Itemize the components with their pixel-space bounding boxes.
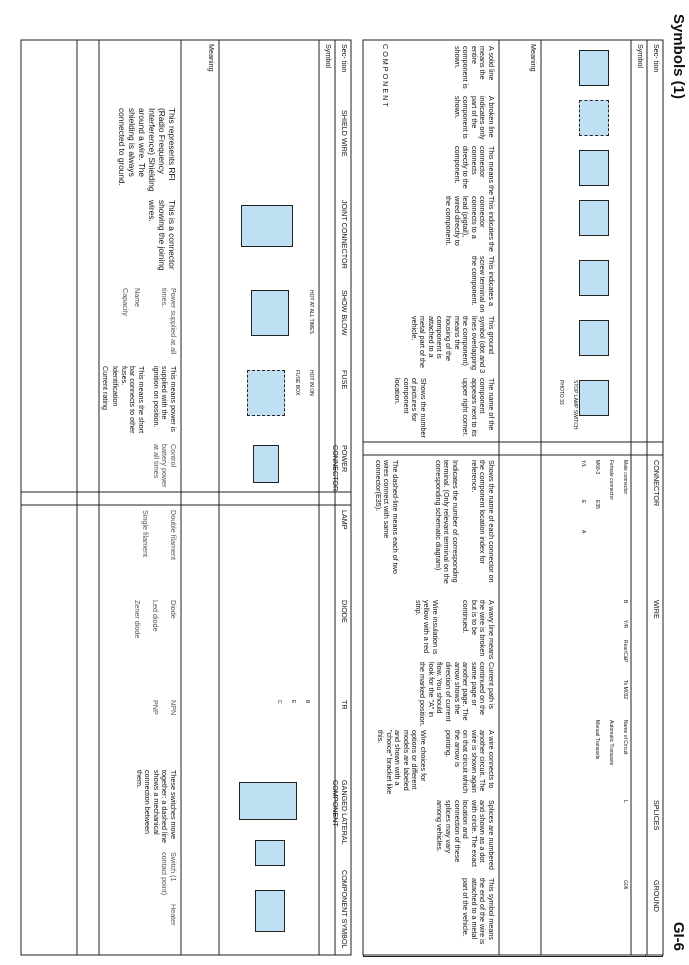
fuse-meaning-1: This means power is supplied with the ig… [151,366,178,432]
section-diode: DIODE [340,600,349,623]
ganged-meaning: These switches move together: a dashed l… [134,770,178,844]
fuse-symbol-box [247,370,285,416]
component-meaning-3: This means the connector connects direct… [452,146,496,196]
right-header-section: Sec- tion [340,44,349,73]
ganged-switch-box [239,782,297,820]
section-label-splices: SPLICES [652,800,661,831]
section-tr: TR [340,700,349,710]
pigtail-component-box [579,200,609,236]
fuse-meaning-3: Identification [111,366,120,407]
male-connector-label: Male connector [622,460,628,495]
blow-symbol-box [251,290,289,336]
switch-box [255,840,285,866]
female-connector-label: Female connector [608,460,614,501]
connector-meaning-2: Indicates the number of corresponding te… [433,460,460,584]
component-meaning-6: This ground symbol (dot and 3 lines over… [409,316,496,374]
photo-label: PHOTO 33 [558,380,564,405]
connector-meaning-1: Shows the name of each connector on the … [469,460,496,583]
rear-label: Rear/C&P [622,640,628,663]
section-label-ground: GROUND [652,880,661,912]
blow-meaning: Power supplied at all times. [160,288,178,355]
section-shield: SHIELD WIRE [340,110,349,157]
component-meaning-5: This indicates a screw terminal on the c… [469,256,496,313]
to-m032-label: To M032 [622,680,628,700]
power-meaning: Control battery power at all times [151,444,178,488]
npn-e-label: E [290,700,296,704]
heater-meaning: Heater [169,904,178,926]
hot-in-on-label: HOT IN ON [308,370,314,396]
a-label: A [580,530,586,534]
wire-meaning-4: A wire connects to another circuit. The … [444,730,496,794]
blow-name: Name [133,288,142,308]
stop-lamp-switch-box [579,380,609,416]
npn-b-label: B [304,700,310,704]
wire-meaning-3: Current path is continued on the same pa… [418,662,496,727]
section-power: POWER CONNECTOR [331,445,349,492]
manual-label: Manual Transaxle [594,720,600,760]
screw-terminal-box [579,260,609,296]
left-header-symbol: Symbol [636,44,645,68]
e35-label: E35 [594,500,600,509]
component-meaning-7: The name of the component appears next t… [461,378,496,437]
right-header-symbol: Symbol [324,44,333,68]
hot-at-all-times-label: HOT AT ALL TIMES [308,290,314,334]
component-meaning-1: A solid line means the entire component … [452,46,496,89]
ground-g06-label: G06 [622,880,628,890]
ground-component-box [579,320,609,356]
heater-box [255,890,285,932]
npn-meaning: NPN [169,700,178,716]
section-ganged: GANGED LATERAL COMPONENT [331,780,349,845]
wire-meaning-5: Wire choices for options or different mo… [376,730,428,795]
lamp-double: Double filament [169,510,178,560]
section-fuse: FUSE [340,370,349,390]
section-component-symbol: COMPONENT SYMBOL [340,870,349,949]
left-header-meaning: Meaning [529,44,538,72]
splice-l-label: L [622,800,628,803]
led-meaning: Led diode [151,600,160,632]
fuse-meaning-4: Current rating [101,366,110,410]
broken-component-box [579,100,609,136]
diode-meaning: Diode [169,600,178,619]
lamp-single: Single filament [141,510,150,558]
blow-capacity: Capacity [121,288,130,316]
solid-component-box [579,50,609,86]
joint-connector-box [241,205,293,247]
section-lamp: LAMP [340,510,349,530]
splice-meaning: Splices are numbered and shown as a dot … [435,800,496,870]
e-label: E [580,500,586,504]
shield-meaning: This represents RFI (Radio Frequency Int… [117,108,177,192]
connector-meaning-3: The dashed-line means each of two wires … [373,460,400,574]
ground-meaning: This symbol means the end of the wire is… [461,878,496,945]
component-meaning-8: Shows the number of pictures for compone… [393,378,428,438]
stop-lamp-label: STOP LAMP SWITCH [572,380,578,430]
yl-label: Y/L [580,460,586,468]
fuse-box-label: FUSE BOX [294,370,300,396]
joint-meaning: This is a connector showing the joining … [147,200,177,271]
name-circuit-label: Name of Circuit [622,720,628,755]
npn-c-label: C [276,700,282,704]
wire-meaning-1: A wavy line means the wire is broken but… [461,600,496,660]
section-label-connector: CONNECTOR [652,460,661,507]
m68-label: M68-3 [594,460,600,475]
wire-meaning-2: Wire insulation is yellow with a red str… [413,600,440,655]
wire-b-label: B [622,600,628,604]
component-meaning-4: This indicates the connector connects to… [444,196,496,252]
section-blow: SHOW BLOW [340,290,349,336]
section-joint: JOINT CONNECTOR [340,200,349,269]
section-label-wire: WIRE [652,600,661,619]
right-header-meaning: Meaning [207,44,216,72]
section-label-component: COMPONENT [381,44,390,109]
fuse-meaning-2: This means the short bar connects to oth… [119,366,146,434]
power-connector-box [253,445,279,483]
auto-label: Automatic Transaxle [608,720,614,766]
wire-yr-label: Y/R [622,620,628,629]
zener-meaning: Zener diode [133,600,142,639]
switch-meaning: Switch (1 contact point) [160,852,178,896]
connector-component-box [579,150,609,186]
component-meaning-2: A broken line indicates only part of the… [452,96,496,140]
left-header-section: Sec- tion [652,44,661,73]
pnp-meaning: PNP [151,700,160,715]
